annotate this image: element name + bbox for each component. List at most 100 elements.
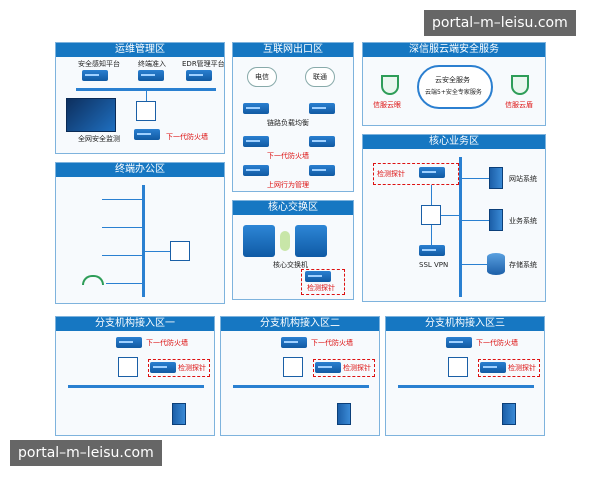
- office-link: [102, 227, 142, 228]
- biz-probe-frame: [373, 163, 459, 185]
- panel-cloud-security: 深信服云端安全服务 云安全服务 云端5+安全专家服务 信服云眼 信服云盾: [362, 42, 546, 126]
- biz-server-link: [462, 178, 489, 179]
- branch1-pc-icon: [86, 407, 102, 421]
- biz-server-link: [462, 264, 487, 265]
- branch3-firewall-icon: [446, 337, 472, 348]
- label-network-monitoring: 全网安全监测: [78, 135, 120, 143]
- branch3-bus: [398, 385, 534, 388]
- panel-title: 终端办公区: [56, 163, 224, 177]
- biz-bus: [459, 157, 462, 297]
- panel-title: 分支机构接入区二: [221, 317, 379, 331]
- branch2-pc-icon: [287, 407, 303, 421]
- label-situational-awareness: 安全感知平台: [78, 60, 120, 68]
- label-branch1-ngfw: 下一代防火墙: [146, 339, 188, 347]
- office-link: [102, 255, 142, 256]
- label-core-probe: 检测探针: [307, 284, 335, 292]
- label-cloud-service: 云安全服务: [435, 76, 470, 84]
- label-branch1-probe: 检测探针: [178, 364, 206, 372]
- branch1-probe-icon: [150, 362, 176, 373]
- branch3-server-icon: [502, 403, 516, 425]
- label-link-lb: 链路负载均衡: [267, 119, 309, 127]
- branch2-probe-icon: [315, 362, 341, 373]
- office-bus: [142, 185, 145, 297]
- biz-link: [431, 225, 432, 245]
- core-probe-frame: [301, 269, 345, 295]
- label-branch2-probe: 检测探针: [343, 364, 371, 372]
- biz-switch-icon: [421, 205, 441, 225]
- watermark-top: portal–m–leisu.com: [424, 10, 576, 36]
- office-pc-icon: [84, 219, 100, 233]
- panel-title: 深信服云端安全服务: [363, 43, 545, 57]
- branch2-switch-icon: [283, 357, 303, 377]
- branch1-server-icon: [172, 403, 186, 425]
- branch2-bus: [233, 385, 369, 388]
- branch1-bus: [68, 385, 204, 388]
- panel-branch-2: 分支机构接入区二 下一代防火墙 检测探针: [220, 316, 380, 436]
- panel-office-terminals: 终端办公区: [55, 162, 225, 304]
- core-probe-icon: [305, 271, 331, 282]
- office-switch-link: [145, 251, 170, 252]
- label-core-switch: 核心交换机: [273, 261, 308, 269]
- panel-title: 核心业务区: [363, 135, 545, 149]
- panel-title: 分支机构接入区一: [56, 317, 214, 331]
- label-internet-ngfw: 下一代防火墙: [267, 152, 309, 160]
- behavior-mgmt-left-icon: [243, 165, 269, 176]
- biz-link: [431, 185, 432, 205]
- label-nac: 终端准入: [138, 60, 166, 68]
- label-behavior-mgmt: 上网行为管理: [267, 181, 309, 189]
- label-cloud-expert: 云端5+安全专家服务: [425, 89, 482, 96]
- panel-title: 核心交换区: [233, 201, 353, 215]
- label-telecom: 电信: [255, 73, 269, 81]
- label-ops-ngfw: 下一代防火墙: [166, 133, 208, 141]
- app-server-icon: [489, 209, 503, 231]
- panel-title: 运维管理区: [56, 43, 224, 57]
- cloud-eye-icon: [381, 75, 399, 95]
- label-branch3-ngfw: 下一代防火墙: [476, 339, 518, 347]
- panel-branch-3: 分支机构接入区三 下一代防火墙 检测探针: [385, 316, 545, 436]
- branch2-probe-frame: [313, 359, 375, 377]
- cloud-service-icon: [417, 65, 493, 109]
- wifi-ap-icon: [82, 275, 104, 285]
- biz-switch-link: [441, 215, 459, 216]
- branch3-pc-icon: [416, 407, 432, 421]
- label-biz-probe: 检测探针: [377, 170, 405, 178]
- monitoring-screen-icon: [66, 98, 116, 132]
- ssl-vpn-icon: [419, 245, 445, 256]
- panel-core-business: 核心业务区 检测探针 SSL VPN 网站系统 业务系统 存储系统: [362, 134, 546, 302]
- unicom-cloud-icon: [305, 67, 335, 87]
- core-switch-right-icon: [295, 225, 327, 257]
- branch3-probe-frame: [478, 359, 540, 377]
- office-switch-icon: [170, 241, 190, 261]
- label-branch3-probe: 检测探针: [508, 364, 536, 372]
- stack-link-icon: [280, 231, 290, 251]
- office-pc-icon: [84, 247, 100, 261]
- panel-title: 分支机构接入区三: [386, 317, 544, 331]
- branch2-firewall-icon: [281, 337, 307, 348]
- label-cloud-shield: 信服云盾: [505, 101, 533, 109]
- lb-device-left-icon: [243, 103, 269, 114]
- panel-title: 互联网出口区: [233, 43, 353, 57]
- watermark-bottom: portal–m–leisu.com: [10, 440, 162, 466]
- branch1-switch-icon: [118, 357, 138, 377]
- biz-server-link: [462, 220, 489, 221]
- label-ssl-vpn: SSL VPN: [419, 261, 449, 269]
- label-storage-system: 存储系统: [509, 261, 537, 269]
- label-cloud-eye: 信服云眼: [373, 101, 401, 109]
- branch2-server-icon: [337, 403, 351, 425]
- branch1-firewall-icon: [116, 337, 142, 348]
- office-link: [102, 199, 142, 200]
- storage-icon: [487, 253, 505, 275]
- web-server-icon: [489, 167, 503, 189]
- label-branch2-ngfw: 下一代防火墙: [311, 339, 353, 347]
- panel-branch-1: 分支机构接入区一 下一代防火墙 检测探针: [55, 316, 215, 436]
- label-web-system: 网站系统: [509, 175, 537, 183]
- branch2-pc-icon: [251, 407, 267, 421]
- branch1-pc-icon: [122, 407, 138, 421]
- core-switch-left-icon: [243, 225, 275, 257]
- cloud-shield-icon: [511, 75, 529, 95]
- office-link: [106, 283, 142, 284]
- panel-internet-egress: 互联网出口区 电信 联通 链路负载均衡 下一代防火墙 上网行为管理: [232, 42, 354, 192]
- panel-ops-management: 运维管理区 安全感知平台 终端准入 EDR管理平台 全网安全监测 下一代防火墙: [55, 42, 225, 154]
- telecom-cloud-icon: [247, 67, 277, 87]
- label-edr: EDR管理平台: [182, 60, 225, 68]
